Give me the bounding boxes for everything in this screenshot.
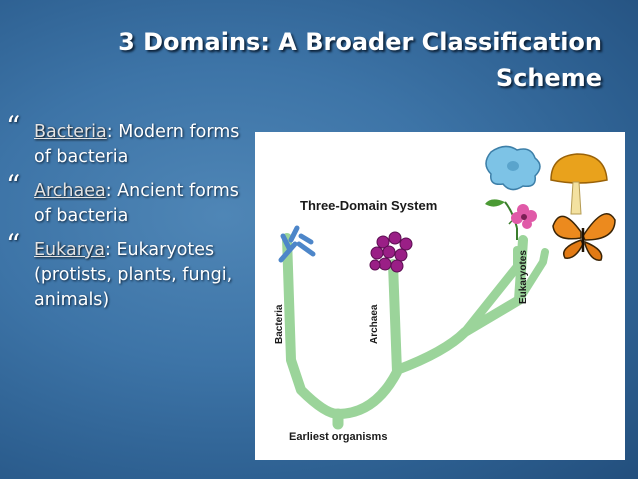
amoeba-protist-icon [485,145,541,191]
quote-bullet-icon: “ [6,110,21,143]
slide-title: 3 Domains: A Broader Classification Sche… [118,28,602,92]
figure-title: Three-Domain System [300,198,437,213]
phylogenetic-tree [282,233,549,430]
bullet-text: : Modern forms of bacteria [34,122,240,167]
label-eukaryotes: Eukaryotes [518,250,529,304]
three-domain-figure: Three-Domain System Bacteria Archaea Euk… [255,132,625,460]
bullet-list: “ Bacteria: Modern forms of bacteria “ A… [6,112,251,322]
archaea-cluster-icon [369,231,413,273]
flower-plant-icon [485,199,537,240]
bullet-archaea: “ Archaea: Ancient forms of bacteria [6,171,251,229]
label-root: Earliest organisms [289,431,387,443]
bacteria-rods-icon [278,225,316,263]
bullet-term: Eukarya [34,240,105,260]
quote-bullet-icon: “ [6,169,21,202]
bullet-term: Archaea [34,181,106,201]
bullet-term: Bacteria [34,122,107,142]
label-archaea: Archaea [369,304,380,344]
bullet-eukarya: “ Eukarya: Eukaryotes (protists, plants,… [6,230,251,313]
label-bacteria: Bacteria [274,304,285,344]
mushroom-fungus-icon [550,153,608,215]
quote-bullet-icon: “ [6,228,21,261]
bullet-bacteria: “ Bacteria: Modern forms of bacteria [6,112,251,170]
bullet-text: : Ancient forms of bacteria [34,181,239,226]
butterfly-animal-icon [552,213,616,261]
bullet-text: : Eukaryotes (protists, plants, fungi, a… [34,240,233,310]
